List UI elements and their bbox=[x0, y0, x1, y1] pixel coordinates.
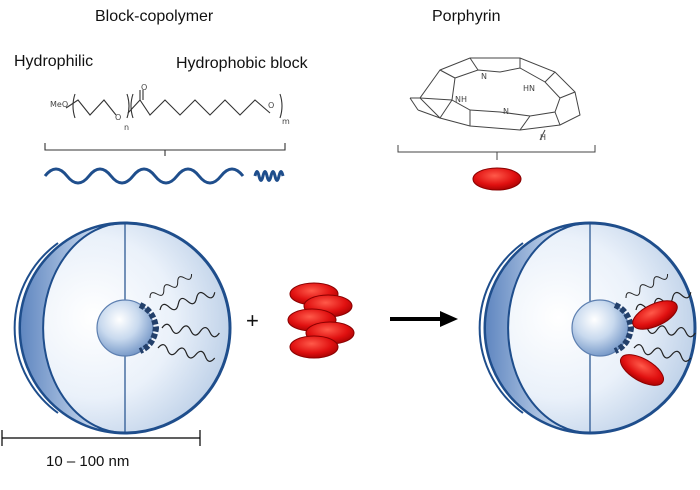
scale-label: 10 – 100 nm bbox=[46, 453, 130, 470]
porphyrin-structure bbox=[397, 57, 596, 160]
porphyrin-n-top: N bbox=[481, 72, 487, 81]
hydrophilic-label: Hydrophilic bbox=[14, 53, 94, 70]
formula-m: m bbox=[282, 117, 290, 126]
copolymer-structure bbox=[44, 90, 286, 156]
formula-meo: MeO bbox=[50, 100, 69, 109]
porphyrin-nh: NH bbox=[455, 95, 467, 104]
plus-sign: + bbox=[246, 308, 259, 333]
formula-o2: O bbox=[268, 101, 275, 110]
formula-o1: O bbox=[115, 113, 122, 122]
porphyrin-icon bbox=[472, 167, 522, 191]
porphyrin-n-bottom: N bbox=[503, 107, 509, 116]
copolymer-chain-icon bbox=[43, 167, 285, 185]
porphyrin-title: Porphyrin bbox=[432, 8, 501, 25]
encapsulated-porphyrin bbox=[632, 300, 678, 330]
micelle-empty bbox=[13, 221, 232, 435]
formula-n: n bbox=[124, 123, 130, 132]
reaction-arrow bbox=[390, 311, 458, 327]
encapsulated-porphyrin bbox=[620, 354, 664, 386]
porphyrin-stack bbox=[287, 282, 355, 359]
porphyrin-h: H bbox=[540, 133, 547, 142]
micelle-loaded bbox=[478, 221, 697, 435]
block-copolymer-title: Block-copolymer bbox=[95, 8, 214, 25]
scale-bar bbox=[1, 430, 201, 446]
hydrophobic-block-label: Hydrophobic block bbox=[176, 55, 308, 72]
formula-o-carbonyl: O bbox=[141, 83, 148, 92]
porphyrin-hn: HN bbox=[523, 84, 535, 93]
